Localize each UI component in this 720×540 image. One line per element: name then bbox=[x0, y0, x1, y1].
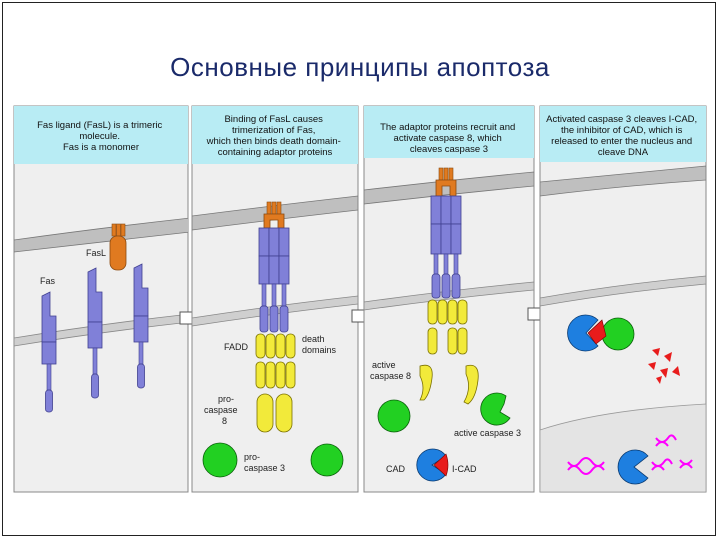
panel-2-caption-line-4: containing adaptor proteins bbox=[218, 147, 333, 158]
procaspase3-label-1: pro- bbox=[244, 452, 260, 462]
fadd-label: FADD bbox=[224, 342, 249, 352]
panel-4-membrane-bottom bbox=[540, 275, 706, 307]
panel-1-caption-line-2: molecule. bbox=[79, 131, 120, 142]
fadd-adaptors bbox=[255, 333, 296, 389]
slide-title: Основные принципы апоптоза bbox=[170, 52, 550, 82]
procaspase-3-a bbox=[202, 442, 238, 478]
cad-protein bbox=[416, 448, 447, 482]
dna-fragments bbox=[567, 434, 693, 475]
panel-4-caption-line-2: the inhibitor of CAD, which is bbox=[561, 125, 683, 136]
icad-protein bbox=[433, 453, 449, 477]
icad-fragments bbox=[648, 348, 680, 384]
svg-text:Fas ligand (FasL) is a trimeri: Fas ligand (FasL) is a trimeric molecule… bbox=[37, 120, 165, 153]
procaspase8-label-2: caspase bbox=[204, 405, 238, 415]
procaspase8-label-3: 8 bbox=[222, 416, 227, 426]
panel-2-caption-box bbox=[192, 106, 358, 164]
procaspase-3-b bbox=[310, 443, 344, 477]
fadd-adaptors-2 bbox=[427, 299, 468, 355]
panel-1-caption-line-1: Fas ligand (FasL) is a trimeric bbox=[37, 120, 162, 131]
panel-3-membrane-top bbox=[364, 171, 534, 205]
active-caspase-8-a bbox=[419, 364, 433, 401]
active-caspase3-label: active caspase 3 bbox=[454, 428, 521, 438]
panel-1: Fas ligand (FasL) is a trimeric molecule… bbox=[13, 105, 189, 493]
panel-2-caption-line-1: Binding of FasL causes bbox=[224, 114, 323, 125]
fasl-label: FasL bbox=[86, 248, 106, 258]
fas-receptor-3 bbox=[133, 263, 149, 389]
panel-1-membrane-top bbox=[14, 217, 188, 253]
fas-label: Fas bbox=[40, 276, 56, 286]
panel-4: Activated caspase 3 cleaves I-CAD, the i… bbox=[539, 105, 707, 493]
fas-ligand bbox=[109, 223, 127, 271]
cad-label: CAD bbox=[386, 464, 406, 474]
panel-2-caption-line-2: trimerization of Fas, bbox=[232, 125, 315, 136]
cad-released bbox=[567, 314, 599, 352]
active-caspase-3-panel4 bbox=[601, 317, 635, 351]
svg-text:Binding of FasL causes t: Binding of FasL causes trimerization of … bbox=[206, 114, 344, 158]
panel-2-caption-line-3: which then binds death domain- bbox=[206, 136, 341, 147]
svg-text:Activated caspase 3 cleaves I-: Activated caspase 3 cleaves I-CAD, the i… bbox=[546, 114, 700, 158]
fas-trimer-2 bbox=[430, 195, 462, 299]
fas-receptor-1 bbox=[41, 291, 57, 413]
fas-ligand-bound bbox=[263, 201, 285, 229]
active-caspase8-label-2: caspase 8 bbox=[370, 371, 411, 381]
active-caspase-3-cleaved bbox=[480, 392, 511, 426]
procaspase8-label-1: pro- bbox=[218, 394, 234, 404]
panel-4-caption-line-4: cleave DNA bbox=[598, 147, 649, 158]
svg-text:The adaptor proteins recruit a: The adaptor proteins recruit and activat… bbox=[380, 122, 518, 155]
panel-1-caption-box bbox=[14, 106, 188, 164]
icad-bound bbox=[587, 319, 607, 345]
active-caspase8-label-1: active bbox=[372, 360, 396, 370]
fas-trimer bbox=[258, 227, 290, 333]
panel-3-caption-line-3: cleaves caspase 3 bbox=[410, 144, 488, 155]
panel-4-membrane-top bbox=[540, 165, 706, 197]
panel-4-caption-line-3: released to enter the nucleus and bbox=[551, 136, 692, 147]
fas-receptor-2 bbox=[87, 267, 103, 399]
panel-4-caption-line-1: Activated caspase 3 cleaves I-CAD, bbox=[546, 114, 697, 125]
death-domains-label-2: domains bbox=[302, 345, 337, 355]
icad-label: I-CAD bbox=[452, 464, 477, 474]
procaspase3-label-2: caspase 3 bbox=[244, 463, 285, 473]
panel-4-caption-box bbox=[540, 106, 706, 162]
active-caspase-8-b bbox=[463, 364, 479, 405]
procaspase-8 bbox=[256, 393, 293, 433]
panel-3: The adaptor proteins recruit and activat… bbox=[363, 105, 535, 493]
cad-in-nucleus bbox=[617, 449, 649, 485]
panel-2: Binding of FasL causes trimerization of … bbox=[191, 105, 359, 493]
panel-3-caption-line-2: activate caspase 8, which bbox=[394, 133, 502, 144]
panel-3-caption-line-1: The adaptor proteins recruit and bbox=[380, 122, 515, 133]
panel-1-caption-line-3: Fas is a monomer bbox=[63, 142, 139, 153]
active-caspase-3-whole bbox=[377, 399, 411, 433]
panel-3-caption-box bbox=[364, 106, 534, 158]
nucleus bbox=[540, 403, 706, 492]
death-domains-label-1: death bbox=[302, 334, 325, 344]
